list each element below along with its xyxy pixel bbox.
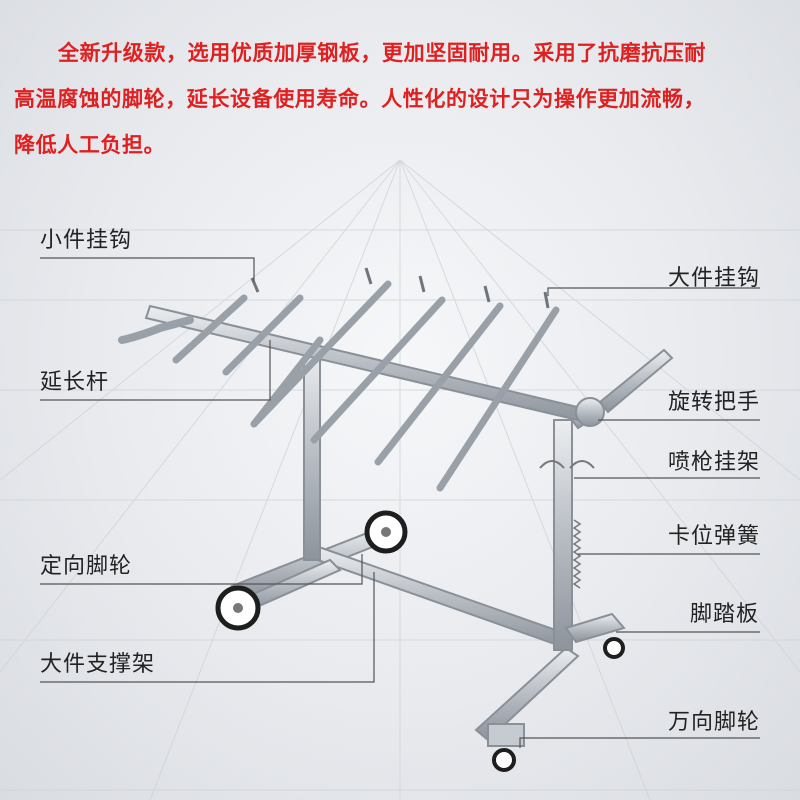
base-frame — [230, 526, 580, 742]
feature-line-3: 降低人工负担。 — [14, 133, 166, 157]
leader-lines — [40, 257, 760, 748]
hook-tips — [250, 267, 550, 309]
feature-line-1: 全新升级款，选用优质加厚钢板，更加坚固耐用。采用了抗磨抗压耐 — [58, 41, 706, 65]
wheels — [215, 510, 625, 772]
label-swivel-caster: 万向脚轮 — [668, 710, 761, 735]
label-extension-rod: 延长杆 — [40, 370, 110, 395]
hook-arms — [172, 280, 560, 492]
rotating-handle — [575, 348, 674, 427]
label-spray-gun-holder: 喷枪挂架 — [668, 450, 761, 475]
foot-pedal-shape — [564, 612, 626, 644]
label-detent-spring: 卡位弹簧 — [668, 524, 761, 549]
label-small-hook: 小件挂钩 — [40, 228, 133, 253]
spray-gun-holder-shape — [539, 460, 595, 469]
label-large-part-support: 大件支撑架 — [40, 652, 156, 677]
label-fixed-wheel: 定向脚轮 — [40, 554, 133, 579]
feature-description: 全新升级款，选用优质加厚钢板，更加坚固耐用。采用了抗磨抗压耐 高温腐蚀的脚轮，延… — [14, 30, 786, 168]
floor-grid — [0, 159, 800, 800]
feature-line-2: 高温腐蚀的脚轮，延长设备使用寿命。人性化的设计只为操作更加流畅， — [14, 87, 706, 111]
label-large-hook: 大件挂钩 — [668, 266, 761, 291]
label-foot-pedal: 脚踏板 — [690, 602, 760, 627]
label-rotating-handle: 旋转把手 — [668, 390, 761, 415]
detent-spring — [572, 519, 582, 589]
